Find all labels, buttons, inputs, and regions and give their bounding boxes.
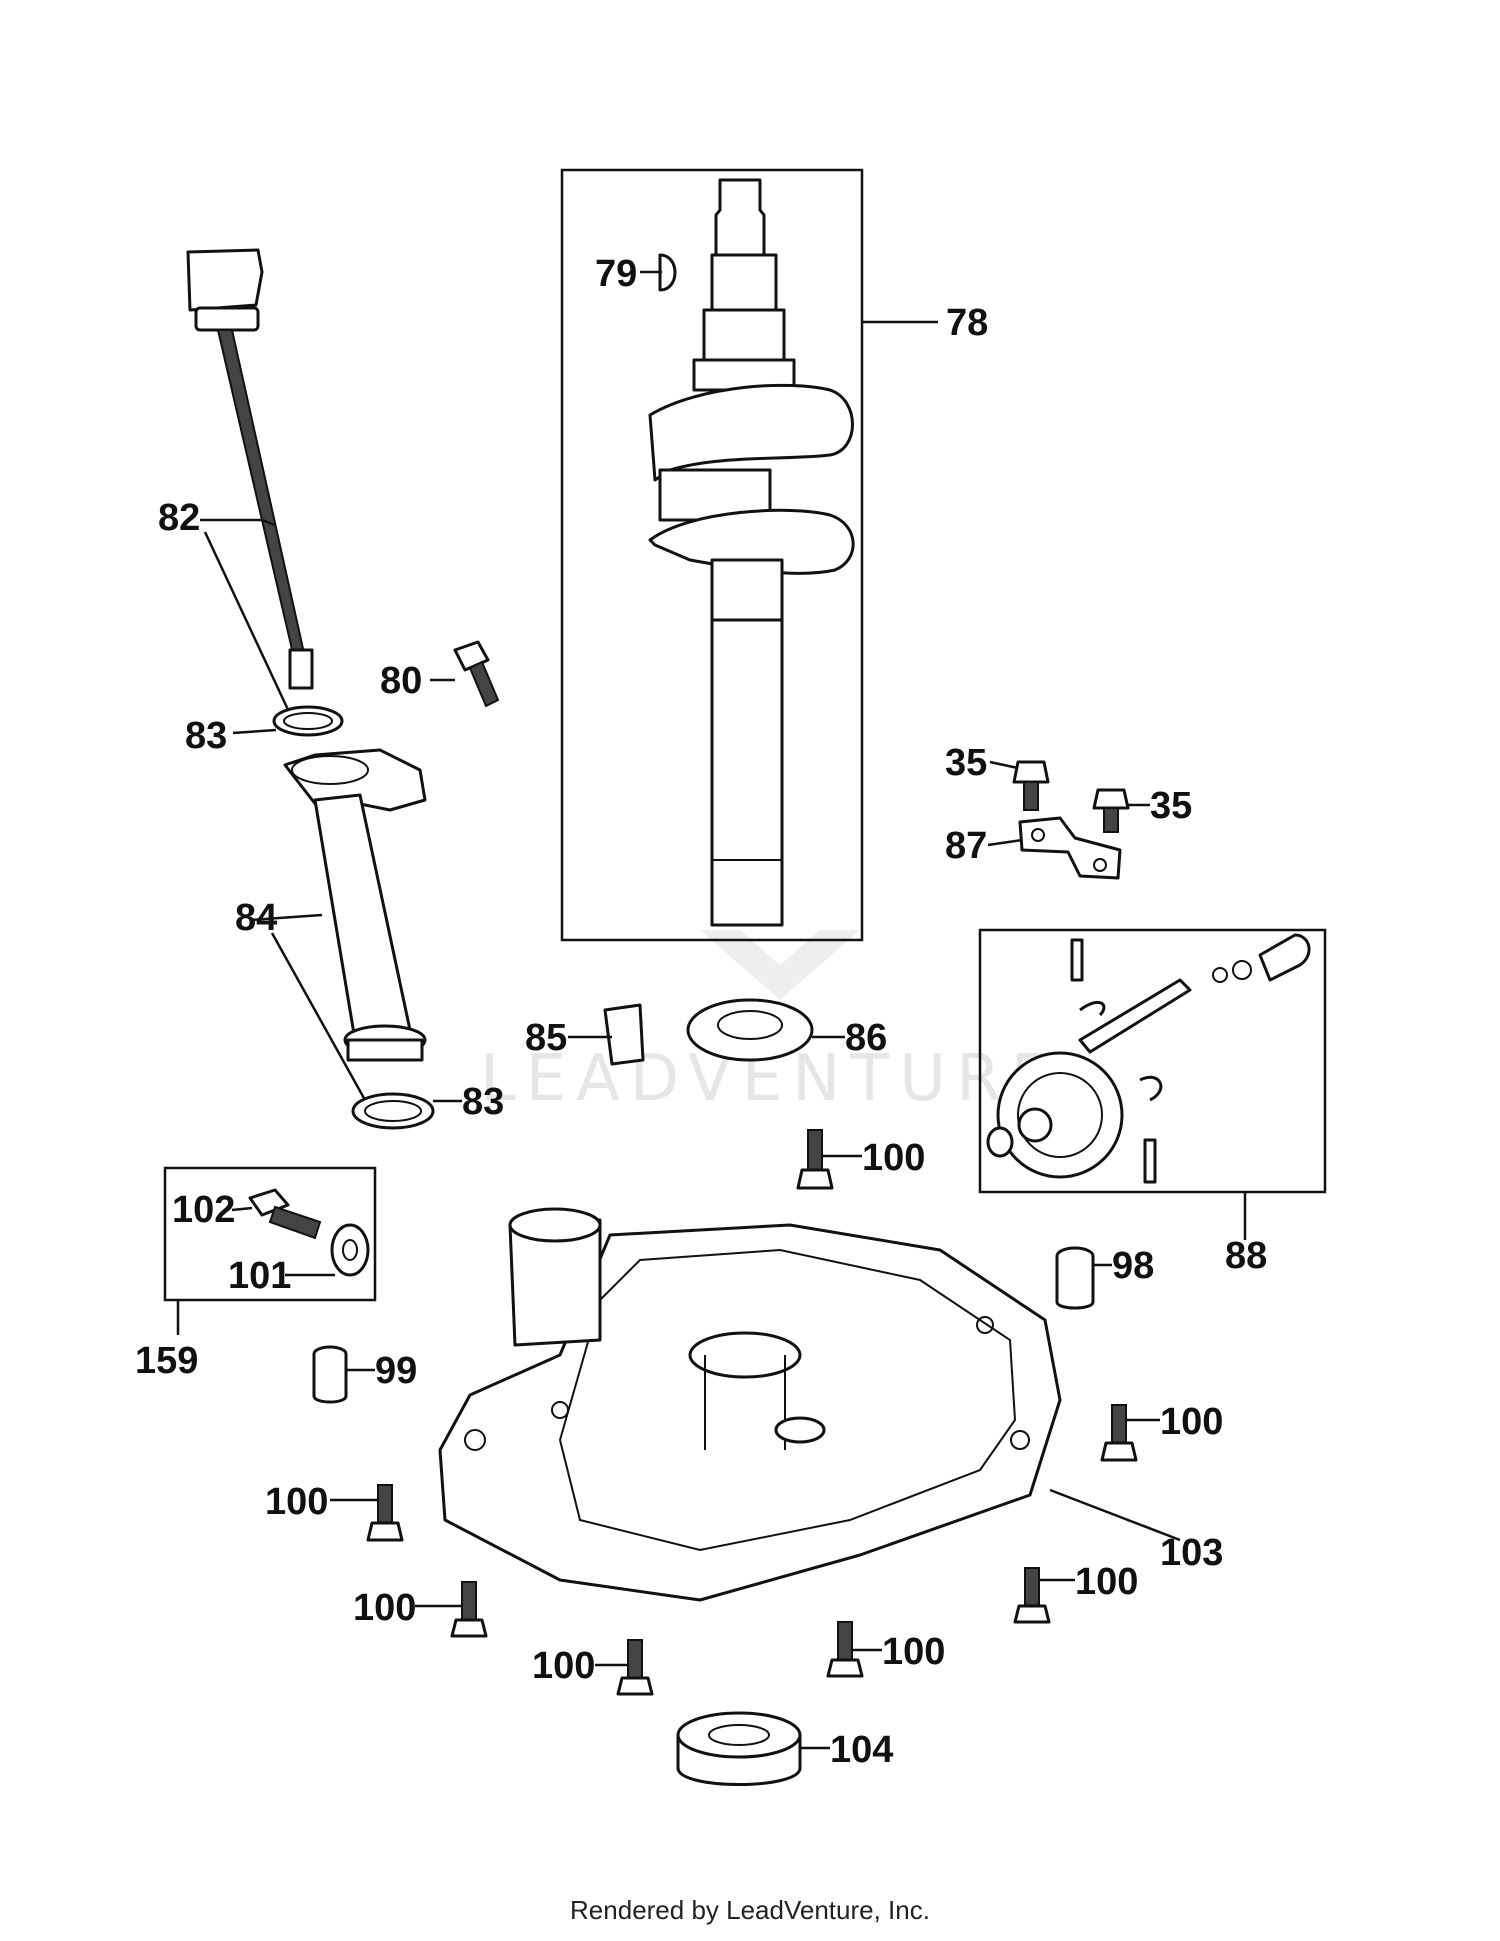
callout-87: 87 — [945, 825, 987, 867]
governor-group-box — [978, 928, 1327, 1194]
crankshaft-group-box — [560, 168, 864, 942]
callout-35-left: 35 — [945, 742, 987, 784]
bolt-100-top: 100 — [796, 1129, 925, 1190]
bolt-kit-159: 102 101 159 — [135, 1166, 377, 1382]
callout-35-right: 35 — [1150, 785, 1192, 827]
crankshaft-assembly: 79 78 — [560, 168, 988, 942]
part-85: 85 — [525, 1003, 645, 1066]
bolt-100-lower-left: 100 — [353, 1581, 488, 1638]
crankcase-cover: 103 — [438, 1207, 1223, 1602]
bolt-100-left: 100 — [265, 1481, 404, 1542]
callout-100-left: 100 — [265, 1481, 328, 1523]
callout-80: 80 — [380, 660, 422, 702]
callout-100-bottom-right: 100 — [882, 1631, 945, 1673]
callout-102: 102 — [172, 1189, 235, 1231]
dowel-99: 99 — [312, 1345, 417, 1404]
bolt-100-right: 100 — [1100, 1401, 1223, 1462]
oil-seal-104: 104 — [676, 1711, 893, 1786]
callout-86: 86 — [845, 1017, 887, 1059]
callout-78: 78 — [946, 302, 988, 344]
footer-credit: Rendered by LeadVenture, Inc. — [570, 1895, 930, 1925]
dipstick: 82 — [158, 248, 314, 715]
callout-84: 84 — [235, 897, 277, 939]
callout-79: 79 — [595, 253, 637, 295]
callout-103: 103 — [1160, 1532, 1223, 1574]
o-ring-lower: 83 — [351, 1081, 504, 1130]
callout-104: 104 — [830, 1729, 893, 1771]
kit-159-box — [163, 1166, 377, 1302]
callout-99: 99 — [375, 1350, 417, 1392]
dipstick-tube: 84 — [235, 748, 427, 1101]
callout-88: 88 — [1225, 1235, 1267, 1277]
callout-83-lower: 83 — [462, 1081, 504, 1123]
callout-100-lower-right: 100 — [1075, 1561, 1138, 1603]
callout-100-top: 100 — [862, 1137, 925, 1179]
o-ring-upper: 83 — [185, 705, 344, 757]
callout-100-bottom-left: 100 — [532, 1645, 595, 1687]
bolt-80: 80 — [380, 640, 500, 708]
callout-100-lower-left: 100 — [353, 1587, 416, 1629]
dowel-98: 98 — [1055, 1245, 1154, 1310]
callout-85: 85 — [525, 1017, 567, 1059]
bolt-100-bottom-left: 100 — [532, 1639, 654, 1696]
woodruff-key — [658, 253, 677, 292]
bolt-100-bottom-right: 100 — [826, 1621, 945, 1678]
callout-83-upper: 83 — [185, 715, 227, 757]
callout-159: 159 — [135, 1340, 198, 1382]
governor-bracket-hardware: 35 35 87 — [945, 742, 1192, 880]
oil-seal-86: 86 — [686, 998, 887, 1062]
callout-98: 98 — [1112, 1245, 1154, 1287]
callout-100-right: 100 — [1160, 1401, 1223, 1443]
callout-101: 101 — [228, 1255, 291, 1297]
governor-assembly: 88 — [978, 928, 1327, 1277]
callout-82: 82 — [158, 497, 200, 539]
bolt-100-lower-right: 100 — [1013, 1561, 1138, 1624]
